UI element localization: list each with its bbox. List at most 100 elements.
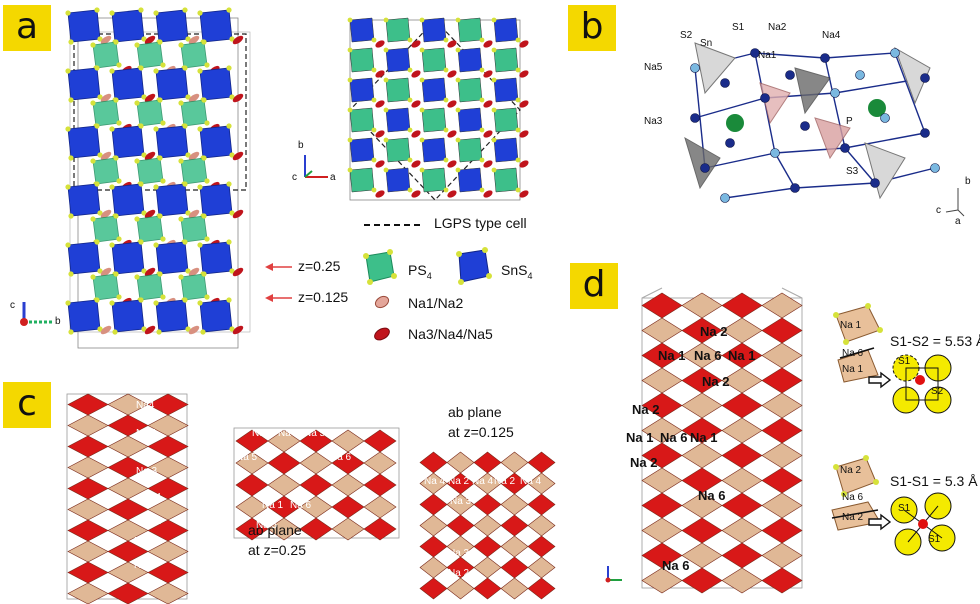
- na-polyhedron-red: [67, 519, 109, 542]
- s-atom: [65, 300, 71, 306]
- na-polyhedron-tan: [331, 517, 365, 541]
- s-atom: [113, 39, 119, 45]
- legend-na345-icon: [374, 327, 390, 341]
- ps4-tetrahedron: [493, 47, 519, 73]
- s-atom: [443, 157, 449, 163]
- na-polyhedron-red: [761, 417, 803, 444]
- sns4-tetrahedron: [111, 241, 145, 275]
- label-s1: S1: [732, 22, 745, 33]
- inset-top-na6: Na 6: [842, 348, 864, 359]
- inset-top-poly: [833, 303, 883, 383]
- na-polyhedron-tan: [500, 451, 529, 474]
- s-atom: [182, 239, 188, 245]
- s-atom: [141, 210, 147, 216]
- caption-right-line2: at z=0.125: [448, 424, 514, 440]
- na-node: [725, 138, 735, 148]
- sns4-tetrahedron: [199, 183, 233, 217]
- na-polyhedron-red: [721, 292, 763, 319]
- s-atom: [94, 181, 100, 187]
- sns4-tetrahedron: [493, 17, 519, 43]
- na-polyhedron-tan: [681, 292, 723, 319]
- na-polyhedron-tan: [331, 429, 365, 453]
- s-atom: [109, 184, 115, 190]
- panel-c-mid-label: Na 6: [290, 500, 312, 511]
- ps4-tetrahedron: [385, 17, 411, 43]
- na-node: [800, 121, 810, 131]
- na-node: [760, 93, 770, 103]
- na-node: [880, 113, 890, 123]
- panel-c-left-structure: [66, 393, 189, 604]
- na-site: [188, 35, 200, 45]
- ps4-tetrahedron: [349, 47, 375, 73]
- na-site: [519, 100, 529, 108]
- na-site: [483, 70, 493, 78]
- s-atom: [68, 155, 74, 161]
- axis-corner-b: b: [55, 316, 61, 327]
- s-atom: [455, 47, 461, 53]
- na-polyhedron-red: [419, 535, 448, 558]
- na-polyhedron-red: [147, 393, 189, 416]
- na-site: [447, 160, 457, 168]
- s-atom: [347, 47, 353, 53]
- na-polyhedron-tan: [473, 556, 502, 579]
- s-atom: [65, 126, 71, 132]
- na-node: [890, 48, 900, 58]
- na-node: [720, 78, 730, 88]
- s-atom: [141, 36, 147, 42]
- s-atom: [138, 181, 144, 187]
- ps4-tetrahedron: [136, 99, 164, 127]
- sns4-tetrahedron: [349, 17, 375, 43]
- panel-d-na-label: Na 6: [662, 558, 690, 573]
- s-atom: [515, 97, 521, 103]
- na-site: [375, 70, 385, 78]
- s-atom: [204, 120, 210, 126]
- na-site: [375, 100, 385, 108]
- na-polyhedron-red: [721, 542, 763, 569]
- na-polyhedron-tan: [147, 498, 189, 521]
- na-site: [188, 209, 200, 219]
- sns4-tetrahedron: [111, 299, 145, 333]
- na-polyhedron-tan: [67, 456, 109, 479]
- sns4-tetrahedron: [155, 125, 189, 159]
- na-node: [830, 88, 840, 98]
- s-atom: [94, 297, 100, 303]
- ps4-tetrahedron: [180, 215, 208, 243]
- s-atom: [229, 326, 235, 332]
- ps4-tetrahedron: [385, 137, 411, 163]
- na-polyhedron-red: [419, 493, 448, 516]
- na-polyhedron-tan: [419, 556, 448, 579]
- panel-c-right-label: Na 4: [424, 476, 446, 487]
- na-site: [232, 35, 244, 45]
- s-atom: [90, 158, 96, 164]
- ps4-tetrahedron: [136, 41, 164, 69]
- s-atom: [197, 10, 203, 16]
- s-atom: [443, 187, 449, 193]
- inset-top-distance: S1-S2 = 5.53 Å: [890, 333, 980, 349]
- s-atom: [138, 123, 144, 129]
- s-atom: [160, 120, 166, 126]
- na-site: [447, 100, 457, 108]
- panel-d-structure: [641, 287, 803, 594]
- na-polyhedron-red: [527, 577, 556, 600]
- s-atom: [491, 47, 497, 53]
- na-node: [820, 53, 830, 63]
- na-polyhedron-tan: [721, 317, 763, 344]
- panel-c-right-label: Na 2: [448, 476, 470, 487]
- ps4-tetrahedron: [349, 167, 375, 193]
- inset-bot-na2: Na 2: [840, 465, 862, 476]
- s-atom: [515, 67, 521, 73]
- panel-c-mid-label: Na 5: [304, 428, 326, 439]
- s-atom: [229, 94, 235, 100]
- na-site: [144, 325, 156, 335]
- inset-bot-s1b: S1: [928, 534, 941, 545]
- s-atom: [197, 242, 203, 248]
- na-polyhedron-tan: [641, 517, 683, 544]
- ps4-tetrahedron: [180, 99, 208, 127]
- inset-bot-distance: S1-S1 = 5.3 Å: [890, 473, 978, 489]
- panel-c-mid-structure: [233, 427, 400, 541]
- legend-sns4-icon: [456, 247, 492, 285]
- label-sn: Sn: [700, 38, 713, 49]
- s-atom: [200, 329, 206, 335]
- panel-c-left-label: Na4: [136, 400, 155, 411]
- s-atom: [157, 213, 163, 219]
